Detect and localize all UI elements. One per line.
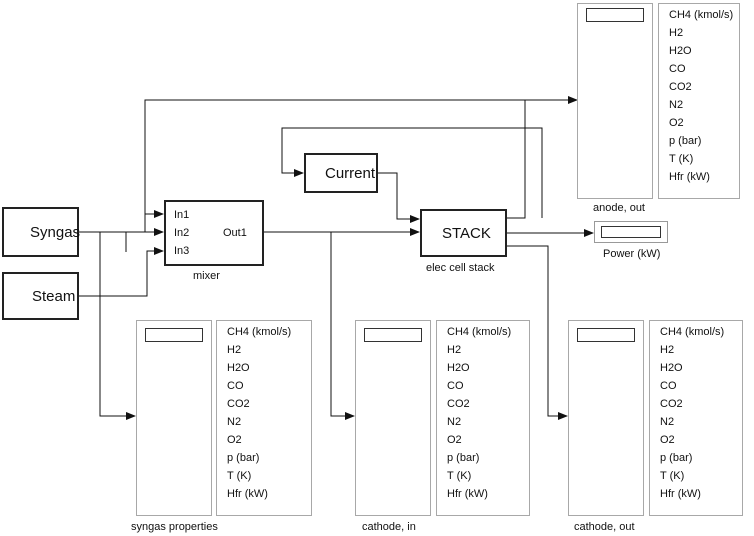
syngas-label: Syngas bbox=[30, 224, 81, 241]
cathode-out-item: CH4 (kmol/s) bbox=[660, 326, 725, 338]
anode-out-signal-list: CH4 (kmol/s) H2 H2O CO CO2 N2 O2 p (bar)… bbox=[658, 3, 740, 199]
cathode-in-item: CO bbox=[447, 380, 464, 392]
cathode-out-signal-list: CH4 (kmol/s) H2 H2O CO CO2 N2 O2 p (bar)… bbox=[649, 320, 743, 516]
wire-stack-to-cathode-out bbox=[507, 245, 568, 420]
cathode-in-item: CH4 (kmol/s) bbox=[447, 326, 512, 338]
cathode-out-value-box bbox=[577, 328, 635, 342]
anode-out-item: H2O bbox=[669, 45, 692, 57]
anode-out-item: p (bar) bbox=[669, 135, 702, 147]
anode-out-display-panel[interactable] bbox=[577, 3, 653, 199]
cathode-in-item: CO2 bbox=[447, 398, 470, 410]
anode-out-item: CO2 bbox=[669, 81, 692, 93]
anode-out-value-box bbox=[586, 8, 644, 22]
cathode-in-item: O2 bbox=[447, 434, 462, 446]
current-label: Current bbox=[325, 165, 376, 182]
cathode-out-item: CO2 bbox=[660, 398, 683, 410]
syngas-properties-item: CO2 bbox=[227, 398, 250, 410]
cathode-in-item: Hfr (kW) bbox=[447, 488, 488, 500]
stack-caption: elec cell stack bbox=[426, 262, 495, 274]
syngas-properties-signal-list: CH4 (kmol/s) H2 H2O CO CO2 N2 O2 p (bar)… bbox=[216, 320, 312, 516]
cathode-out-item: Hfr (kW) bbox=[660, 488, 701, 500]
mixer-port-in3: In3 bbox=[174, 245, 190, 257]
cathode-in-item: N2 bbox=[447, 416, 462, 428]
syngas-properties-item: N2 bbox=[227, 416, 242, 428]
cathode-in-item: H2 bbox=[447, 344, 462, 356]
cathode-in-caption: cathode, in bbox=[362, 521, 416, 533]
anode-out-item: CH4 (kmol/s) bbox=[669, 9, 734, 21]
cathode-out-caption: cathode, out bbox=[574, 521, 635, 533]
syngas-properties-item: CH4 (kmol/s) bbox=[227, 326, 292, 338]
syngas-properties-item: p (bar) bbox=[227, 452, 260, 464]
wire-syngas-to-properties bbox=[99, 232, 136, 420]
anode-out-item: T (K) bbox=[669, 153, 694, 165]
wire-stack-to-anode bbox=[507, 100, 526, 219]
power-display[interactable] bbox=[594, 221, 668, 243]
syngas-properties-item: T (K) bbox=[227, 470, 252, 482]
wire-syngas-branch-up bbox=[99, 100, 577, 250]
syngas-properties-caption: syngas properties bbox=[131, 521, 218, 533]
cathode-in-signal-list: CH4 (kmol/s) H2 H2O CO CO2 N2 O2 p (bar)… bbox=[436, 320, 530, 516]
cathode-in-display-panel[interactable] bbox=[355, 320, 431, 516]
stack-label: STACK bbox=[442, 225, 491, 242]
cathode-in-item: T (K) bbox=[447, 470, 472, 482]
syngas-properties-item: O2 bbox=[227, 434, 242, 446]
anode-out-caption: anode, out bbox=[593, 202, 645, 214]
mixer-caption: mixer bbox=[193, 270, 220, 282]
wire-mixer-to-cathode-in bbox=[330, 232, 355, 420]
cathode-in-item: H2O bbox=[447, 362, 470, 374]
power-value-box bbox=[601, 226, 661, 238]
stack-block[interactable]: STACK bbox=[420, 209, 507, 257]
steam-label: Steam bbox=[32, 288, 76, 305]
syngas-properties-value-box bbox=[145, 328, 203, 342]
syngas-properties-item: Hfr (kW) bbox=[227, 488, 268, 500]
wire-loop-to-current bbox=[281, 127, 543, 218]
power-caption: Power (kW) bbox=[603, 248, 661, 260]
steam-block[interactable]: Steam bbox=[2, 272, 79, 320]
syngas-block[interactable]: Syngas bbox=[2, 207, 81, 257]
current-block[interactable]: Current bbox=[304, 153, 378, 193]
anode-out-item: CO bbox=[669, 63, 686, 75]
anode-out-item: N2 bbox=[669, 99, 684, 111]
cathode-out-item: H2 bbox=[660, 344, 675, 356]
anode-out-item: Hfr (kW) bbox=[669, 171, 710, 183]
cathode-out-item: CO bbox=[660, 380, 677, 392]
wire-steam-to-in3 bbox=[79, 247, 164, 297]
cathode-out-item: T (K) bbox=[660, 470, 685, 482]
cathode-in-value-box bbox=[364, 328, 422, 342]
cathode-out-item: O2 bbox=[660, 434, 675, 446]
mixer-port-out1: Out1 bbox=[223, 227, 247, 239]
syngas-properties-display-panel[interactable] bbox=[136, 320, 212, 516]
cathode-out-item: H2O bbox=[660, 362, 683, 374]
anode-out-item: H2 bbox=[669, 27, 684, 39]
mixer-block[interactable]: In1 In2 In3 Out1 bbox=[164, 200, 264, 266]
cathode-in-item: p (bar) bbox=[447, 452, 480, 464]
syngas-properties-item: H2 bbox=[227, 344, 242, 356]
mixer-port-in2: In2 bbox=[174, 227, 190, 239]
syngas-properties-item: H2O bbox=[227, 362, 250, 374]
wire-current-to-stack bbox=[378, 172, 420, 223]
cathode-out-item: p (bar) bbox=[660, 452, 693, 464]
mixer-port-in1: In1 bbox=[174, 209, 190, 221]
cathode-out-display-panel[interactable] bbox=[568, 320, 644, 516]
anode-out-item: O2 bbox=[669, 117, 684, 129]
cathode-out-item: N2 bbox=[660, 416, 675, 428]
syngas-properties-item: CO bbox=[227, 380, 244, 392]
